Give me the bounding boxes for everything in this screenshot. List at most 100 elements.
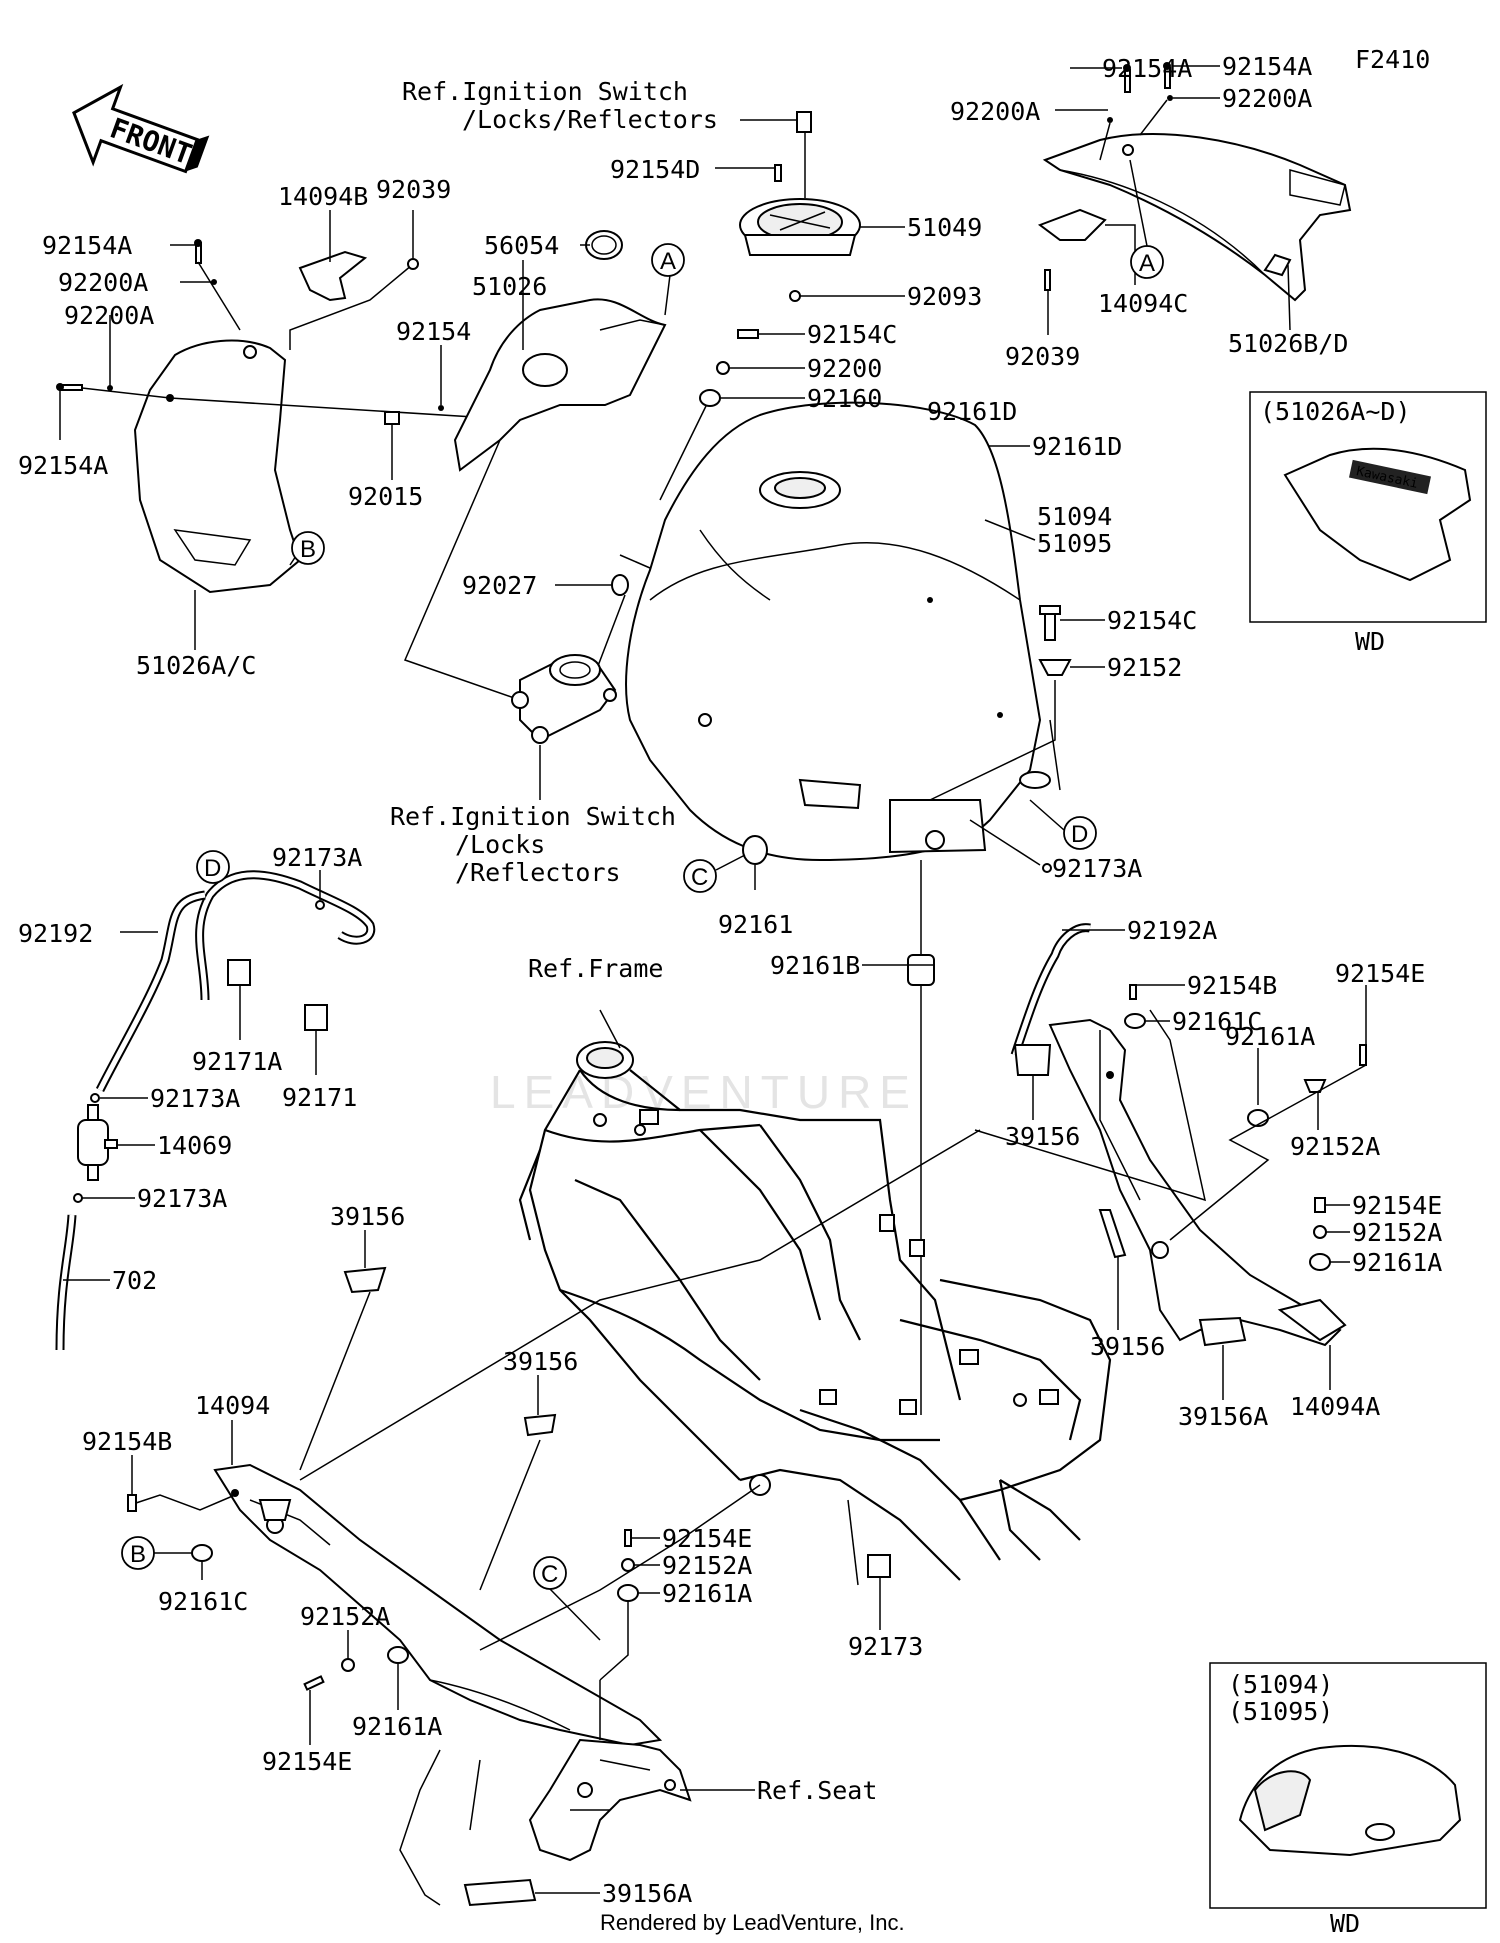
part-92171: 92171: [282, 1083, 357, 1112]
bolt-92154E-r2: [1314, 1197, 1326, 1213]
part-92154E-r2: 92154E: [1352, 1191, 1442, 1220]
collar-92152A-r2: [1313, 1225, 1327, 1239]
clamp-92171A: [227, 959, 251, 986]
bolt-92154E-l: [303, 1675, 325, 1691]
screw-92154: [438, 405, 444, 411]
front-arrow-icon: FRONT: [72, 83, 210, 174]
part-92161: 92161: [718, 910, 793, 939]
clip-92173A-1: [315, 900, 325, 910]
collar-92152A-c: [621, 1558, 635, 1572]
part-51095: 51095: [1037, 529, 1112, 558]
inset-fuel-tank-header-2: (51095): [1228, 1697, 1333, 1726]
grommet-92161A-l: [387, 1646, 409, 1664]
side-cover-14094: [213, 1463, 663, 1747]
ref-ignition-top-line1: Ref.Ignition Switch: [402, 77, 688, 106]
part-92161A-r2: 92161A: [1352, 1248, 1442, 1277]
part-39156-r2: 39156: [1090, 1332, 1165, 1361]
part-92161A-c: 92161A: [662, 1579, 752, 1608]
part-92154A-l2: 92154A: [18, 451, 108, 480]
svg-text:C: C: [691, 864, 708, 891]
pad-39156-l2: [523, 1413, 557, 1437]
part-92154C-top: 92154C: [807, 320, 897, 349]
part-51049: 51049: [907, 213, 982, 242]
part-92152A-r1: 92152A: [1290, 1132, 1380, 1161]
fuel-tank-51094: [625, 401, 1042, 862]
front-label: FRONT: [106, 111, 196, 171]
svg-text:C: C: [541, 1561, 558, 1588]
part-92039-right: 92039: [1005, 342, 1080, 371]
screw-92154D: [774, 164, 782, 182]
clip-92173A-tank: [1042, 863, 1052, 873]
gasket-92093: [789, 290, 801, 302]
damper-92160: [699, 389, 721, 407]
part-14094: 14094: [195, 1391, 270, 1420]
collar-92152A-r1: [1303, 1079, 1327, 1093]
part-92173: 92173: [848, 1632, 923, 1661]
grommet-92161A-r2: [1309, 1253, 1331, 1271]
part-92192: 92192: [18, 919, 93, 948]
part-92161A-l: 92161A: [352, 1712, 442, 1741]
inset-fuel-tank: (51094) (51095) WD: [1209, 1662, 1487, 1938]
part-39156A-left: 39156A: [602, 1879, 692, 1908]
screw-92154A-left-2: [56, 383, 83, 391]
part-92173A-3: 92173A: [137, 1184, 227, 1213]
part-92161A-r1: 92161A: [1225, 1022, 1315, 1051]
part-92154E-c: 92154E: [662, 1524, 752, 1553]
part-92027: 92027: [462, 571, 537, 600]
svg-text:D: D: [204, 855, 221, 882]
washer-92200A-tr1: [1107, 117, 1113, 123]
part-14094B: 14094B: [278, 182, 368, 211]
ref-ignition-mid-line3: /Reflectors: [455, 858, 621, 887]
part-39156-l1: 39156: [330, 1202, 405, 1231]
part-92200A-l2: 92200A: [64, 301, 154, 330]
grommet-92161A-r1: [1247, 1109, 1269, 1127]
callout-A-left: A: [651, 243, 685, 277]
part-51026BD: 51026B/D: [1228, 329, 1348, 358]
callout-C-center: C: [683, 859, 717, 893]
part-14069: 14069: [157, 1131, 232, 1160]
callout-C-lower: C: [533, 1556, 567, 1590]
fuel-hose-92192: [95, 870, 376, 1093]
part-92154A-tr2: 92154A: [1222, 52, 1312, 81]
part-92152: 92152: [1107, 653, 1182, 682]
frame-assembly: [518, 1041, 1112, 1581]
screw-92154B-right: [1129, 984, 1137, 1000]
bolt-92154C-top: [737, 329, 759, 339]
seat-bracket: [528, 1738, 692, 1862]
part-92154C-right: 92154C: [1107, 606, 1197, 635]
grommet-92027: [611, 574, 629, 596]
bracket-14094C: [1037, 208, 1107, 241]
clamp-92173: [867, 1554, 891, 1578]
part-51026AC: 51026A/C: [136, 651, 256, 680]
part-92154: 92154: [396, 317, 471, 346]
ref-frame: Ref.Frame: [528, 954, 663, 983]
callout-D-left: D: [196, 850, 230, 884]
inset-fuel-tank-header-1: (51094): [1228, 1670, 1333, 1699]
pad-39156-r2: [1098, 1209, 1127, 1259]
part-92160: 92160: [807, 384, 882, 413]
tank-cover-51026: [453, 298, 667, 472]
part-39156-r1: 39156: [1005, 1122, 1080, 1151]
ref-seat: Ref.Seat: [757, 1776, 877, 1805]
labels: Ref.Ignition Switch /Locks/Reflectors 92…: [18, 52, 1442, 1908]
ref-ignition-mid-line2: /Locks: [455, 830, 545, 859]
svg-text:B: B: [130, 1541, 146, 1568]
side-cover-14094A: [1048, 1018, 1347, 1347]
svg-text:A: A: [660, 248, 676, 275]
part-92200A-tr1: 92200A: [950, 97, 1040, 126]
part-14094C: 14094C: [1098, 289, 1188, 318]
ref-ignition-top-line2: /Locks/Reflectors: [462, 105, 718, 134]
grommet-92039-left: [407, 258, 419, 270]
callout-D-right: D: [1063, 816, 1097, 850]
part-92192A: 92192A: [1127, 916, 1217, 945]
pad-39156A-right: [1198, 1316, 1247, 1347]
part-92154E-r1: 92154E: [1335, 959, 1425, 988]
part-92015: 92015: [348, 482, 423, 511]
collar-92152A-l: [341, 1658, 355, 1672]
part-92200A-tl: 92200A: [58, 268, 148, 297]
clip-92173A-3: [73, 1193, 83, 1203]
part-92154A-tr1: 92154A: [1102, 54, 1192, 83]
clamp-92171: [304, 1004, 328, 1031]
callout-B-left: B: [291, 531, 325, 565]
bracket-14094B: [298, 250, 368, 302]
